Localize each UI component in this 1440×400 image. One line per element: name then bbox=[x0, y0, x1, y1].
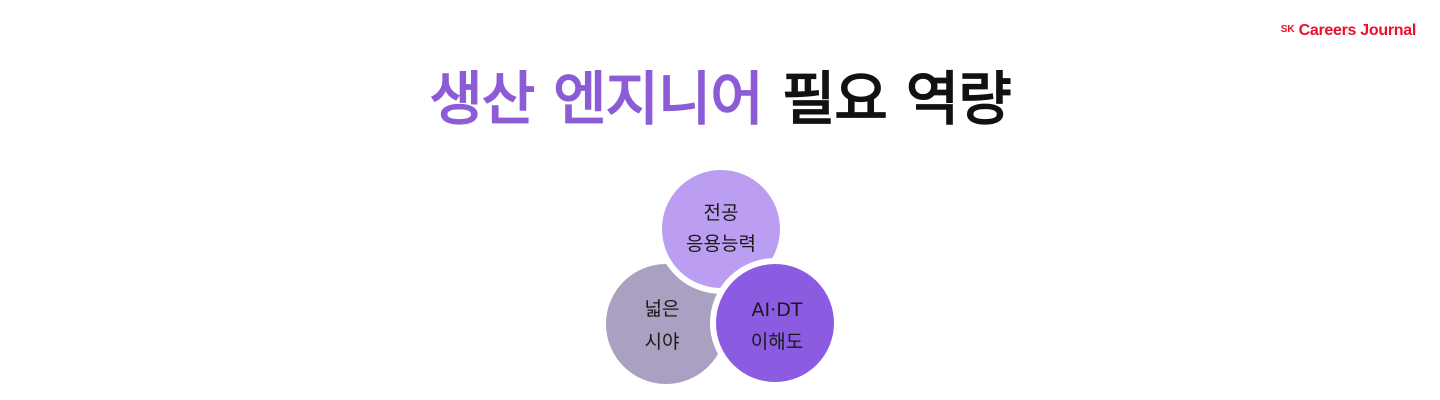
circle-major-label-2: 응용능력 bbox=[686, 233, 756, 255]
brand-logo: SK Careers Journal bbox=[1280, 22, 1417, 40]
circle-aidt: AI·DT 이해도 bbox=[710, 258, 840, 388]
brand-name: Careers Journal bbox=[1298, 22, 1417, 39]
title-rest: 필요 역량 bbox=[781, 65, 1012, 133]
circle-vision: 넓은 시야 bbox=[606, 264, 726, 384]
page-title: 생산 엔지니어 필요 역량 bbox=[0, 60, 1440, 138]
title-accent: 생산 엔지니어 bbox=[429, 65, 763, 133]
circle-major-label-1: 전공 bbox=[704, 202, 739, 224]
circle-major: 전공 응용능력 bbox=[656, 164, 786, 294]
circle-vision-shape bbox=[606, 264, 726, 384]
circle-aidt-label-2: 이해도 bbox=[751, 331, 803, 353]
circle-aidt-label-1: AI·DT bbox=[752, 299, 803, 321]
circle-vision-label-1: 넓은 bbox=[645, 298, 680, 320]
circle-vision-label-2: 시야 bbox=[645, 331, 680, 353]
circle-aidt-shape bbox=[710, 258, 840, 388]
brand-prefix: SK bbox=[1280, 24, 1295, 35]
